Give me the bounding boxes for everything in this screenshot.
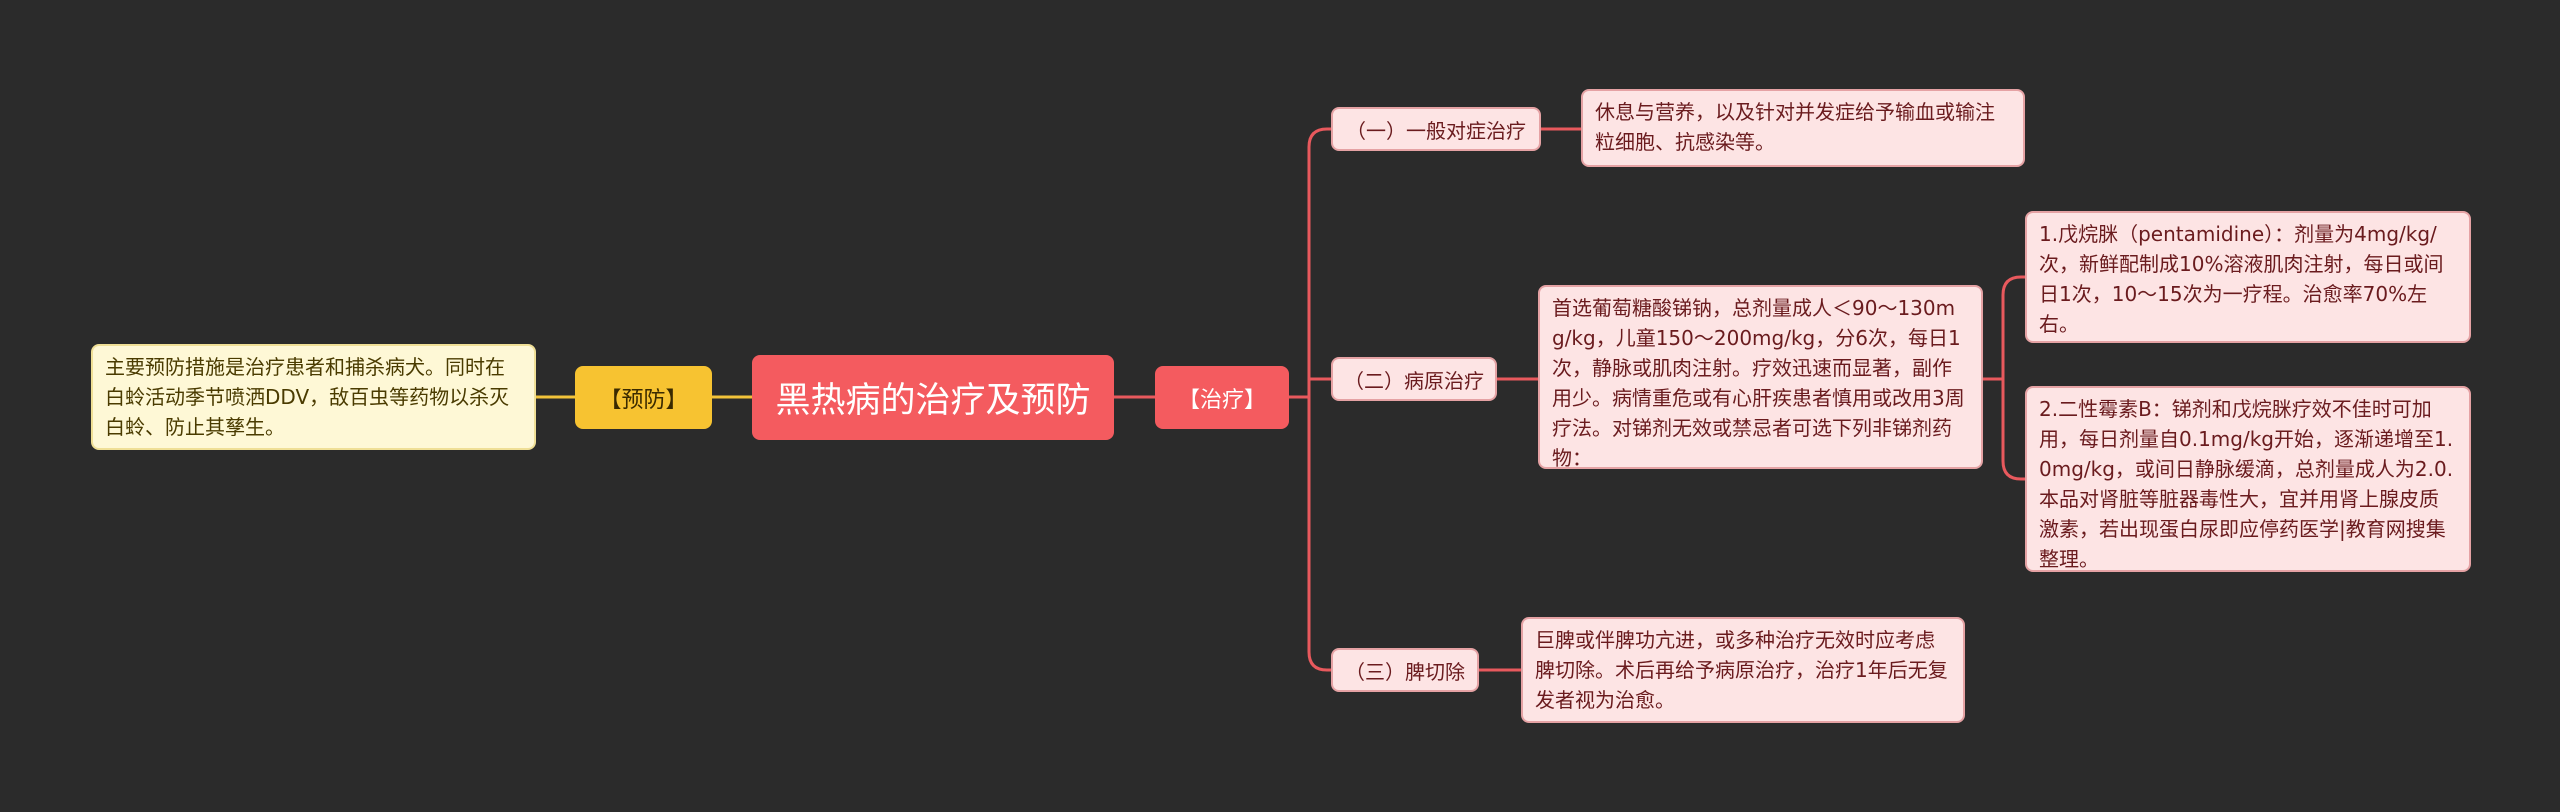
general-treatment-node[interactable]: （一）一般对症治疗 — [1331, 107, 1541, 151]
prevention-detail[interactable]: 主要预防措施是治疗患者和捕杀病犬。同时在白蛉活动季节喷洒DDV，敌百虫等药物以杀… — [91, 344, 536, 450]
prevention-branch[interactable]: 【预防】 — [575, 366, 712, 429]
drug-pentamidine-detail[interactable]: 1.戊烷脒（pentamidine）：剂量为4mg/kg/次，新鲜配制成10%溶… — [2025, 211, 2471, 343]
drug-amphotericin-detail[interactable]: 2.二性霉素B：锑剂和戊烷脒疗效不佳时可加用，每日剂量自0.1mg/kg开始，逐… — [2025, 386, 2471, 572]
splenectomy-detail[interactable]: 巨脾或伴脾功亢进，或多种治疗无效时应考虑脾切除。术后再给予病原治疗，治疗1年后无… — [1521, 617, 1965, 723]
etiologic-treatment-detail[interactable]: 首选葡萄糖酸锑钠，总剂量成人＜90～130mg/kg，儿童150～200mg/k… — [1538, 285, 1983, 470]
general-treatment-detail[interactable]: 休息与营养，以及针对并发症给予输血或输注粒细胞、抗感染等。 — [1581, 89, 2025, 167]
etiologic-treatment-node[interactable]: （二）病原治疗 — [1331, 357, 1497, 401]
link-treat-general — [1307, 127, 1331, 397]
link-treat-splenectomy — [1307, 397, 1331, 672]
root-topic[interactable]: 黑热病的治疗及预防 — [752, 355, 1114, 440]
splenectomy-node[interactable]: （三）脾切除 — [1331, 648, 1479, 692]
treatment-branch[interactable]: 【治疗】 — [1155, 366, 1289, 429]
link-drug-2 — [2001, 379, 2025, 481]
link-drug-1 — [2001, 275, 2025, 379]
